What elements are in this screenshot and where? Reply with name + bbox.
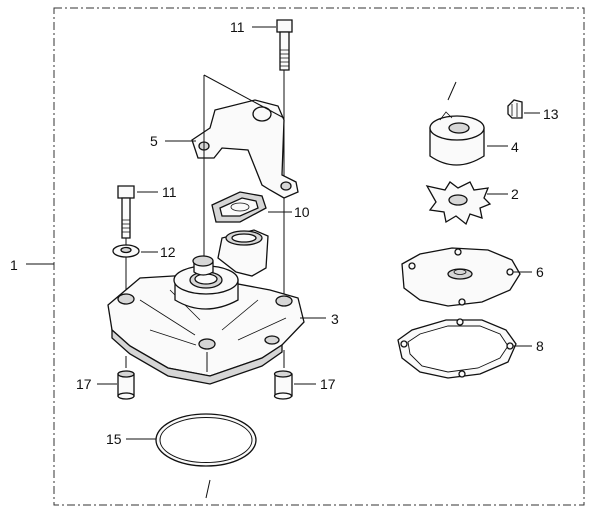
callout-10: 10	[294, 204, 310, 220]
gasket	[397, 318, 517, 379]
dowel-pin-right	[273, 370, 293, 400]
wear-plate	[401, 247, 521, 307]
key	[507, 99, 523, 119]
dowel-pin-left	[117, 370, 135, 400]
seal-grommet	[211, 191, 267, 223]
callout-11-left: 11	[162, 184, 177, 200]
callout-2: 2	[511, 186, 519, 202]
callout-11-top: 11	[230, 19, 245, 35]
callout-8: 8	[536, 338, 544, 354]
bracket	[191, 74, 299, 262]
callout-17-right: 17	[320, 376, 336, 392]
impeller-cup	[429, 81, 485, 166]
callout-3: 3	[331, 311, 339, 327]
callout-13: 13	[543, 106, 559, 122]
pump-housing	[107, 229, 305, 385]
washer	[112, 244, 140, 258]
callout-12: 12	[160, 244, 176, 260]
callout-4: 4	[511, 139, 519, 155]
callout-6: 6	[536, 264, 544, 280]
assembly-frame	[53, 7, 585, 506]
axis-mark-bottom	[205, 479, 211, 499]
o-ring	[155, 413, 257, 467]
callout-1: 1	[10, 257, 18, 273]
callout-5: 5	[150, 133, 158, 149]
callout-15: 15	[106, 431, 122, 447]
callout-17-left: 17	[76, 376, 92, 392]
impeller	[425, 181, 492, 226]
bolt-left	[117, 185, 135, 300]
bolt-top	[276, 19, 293, 300]
